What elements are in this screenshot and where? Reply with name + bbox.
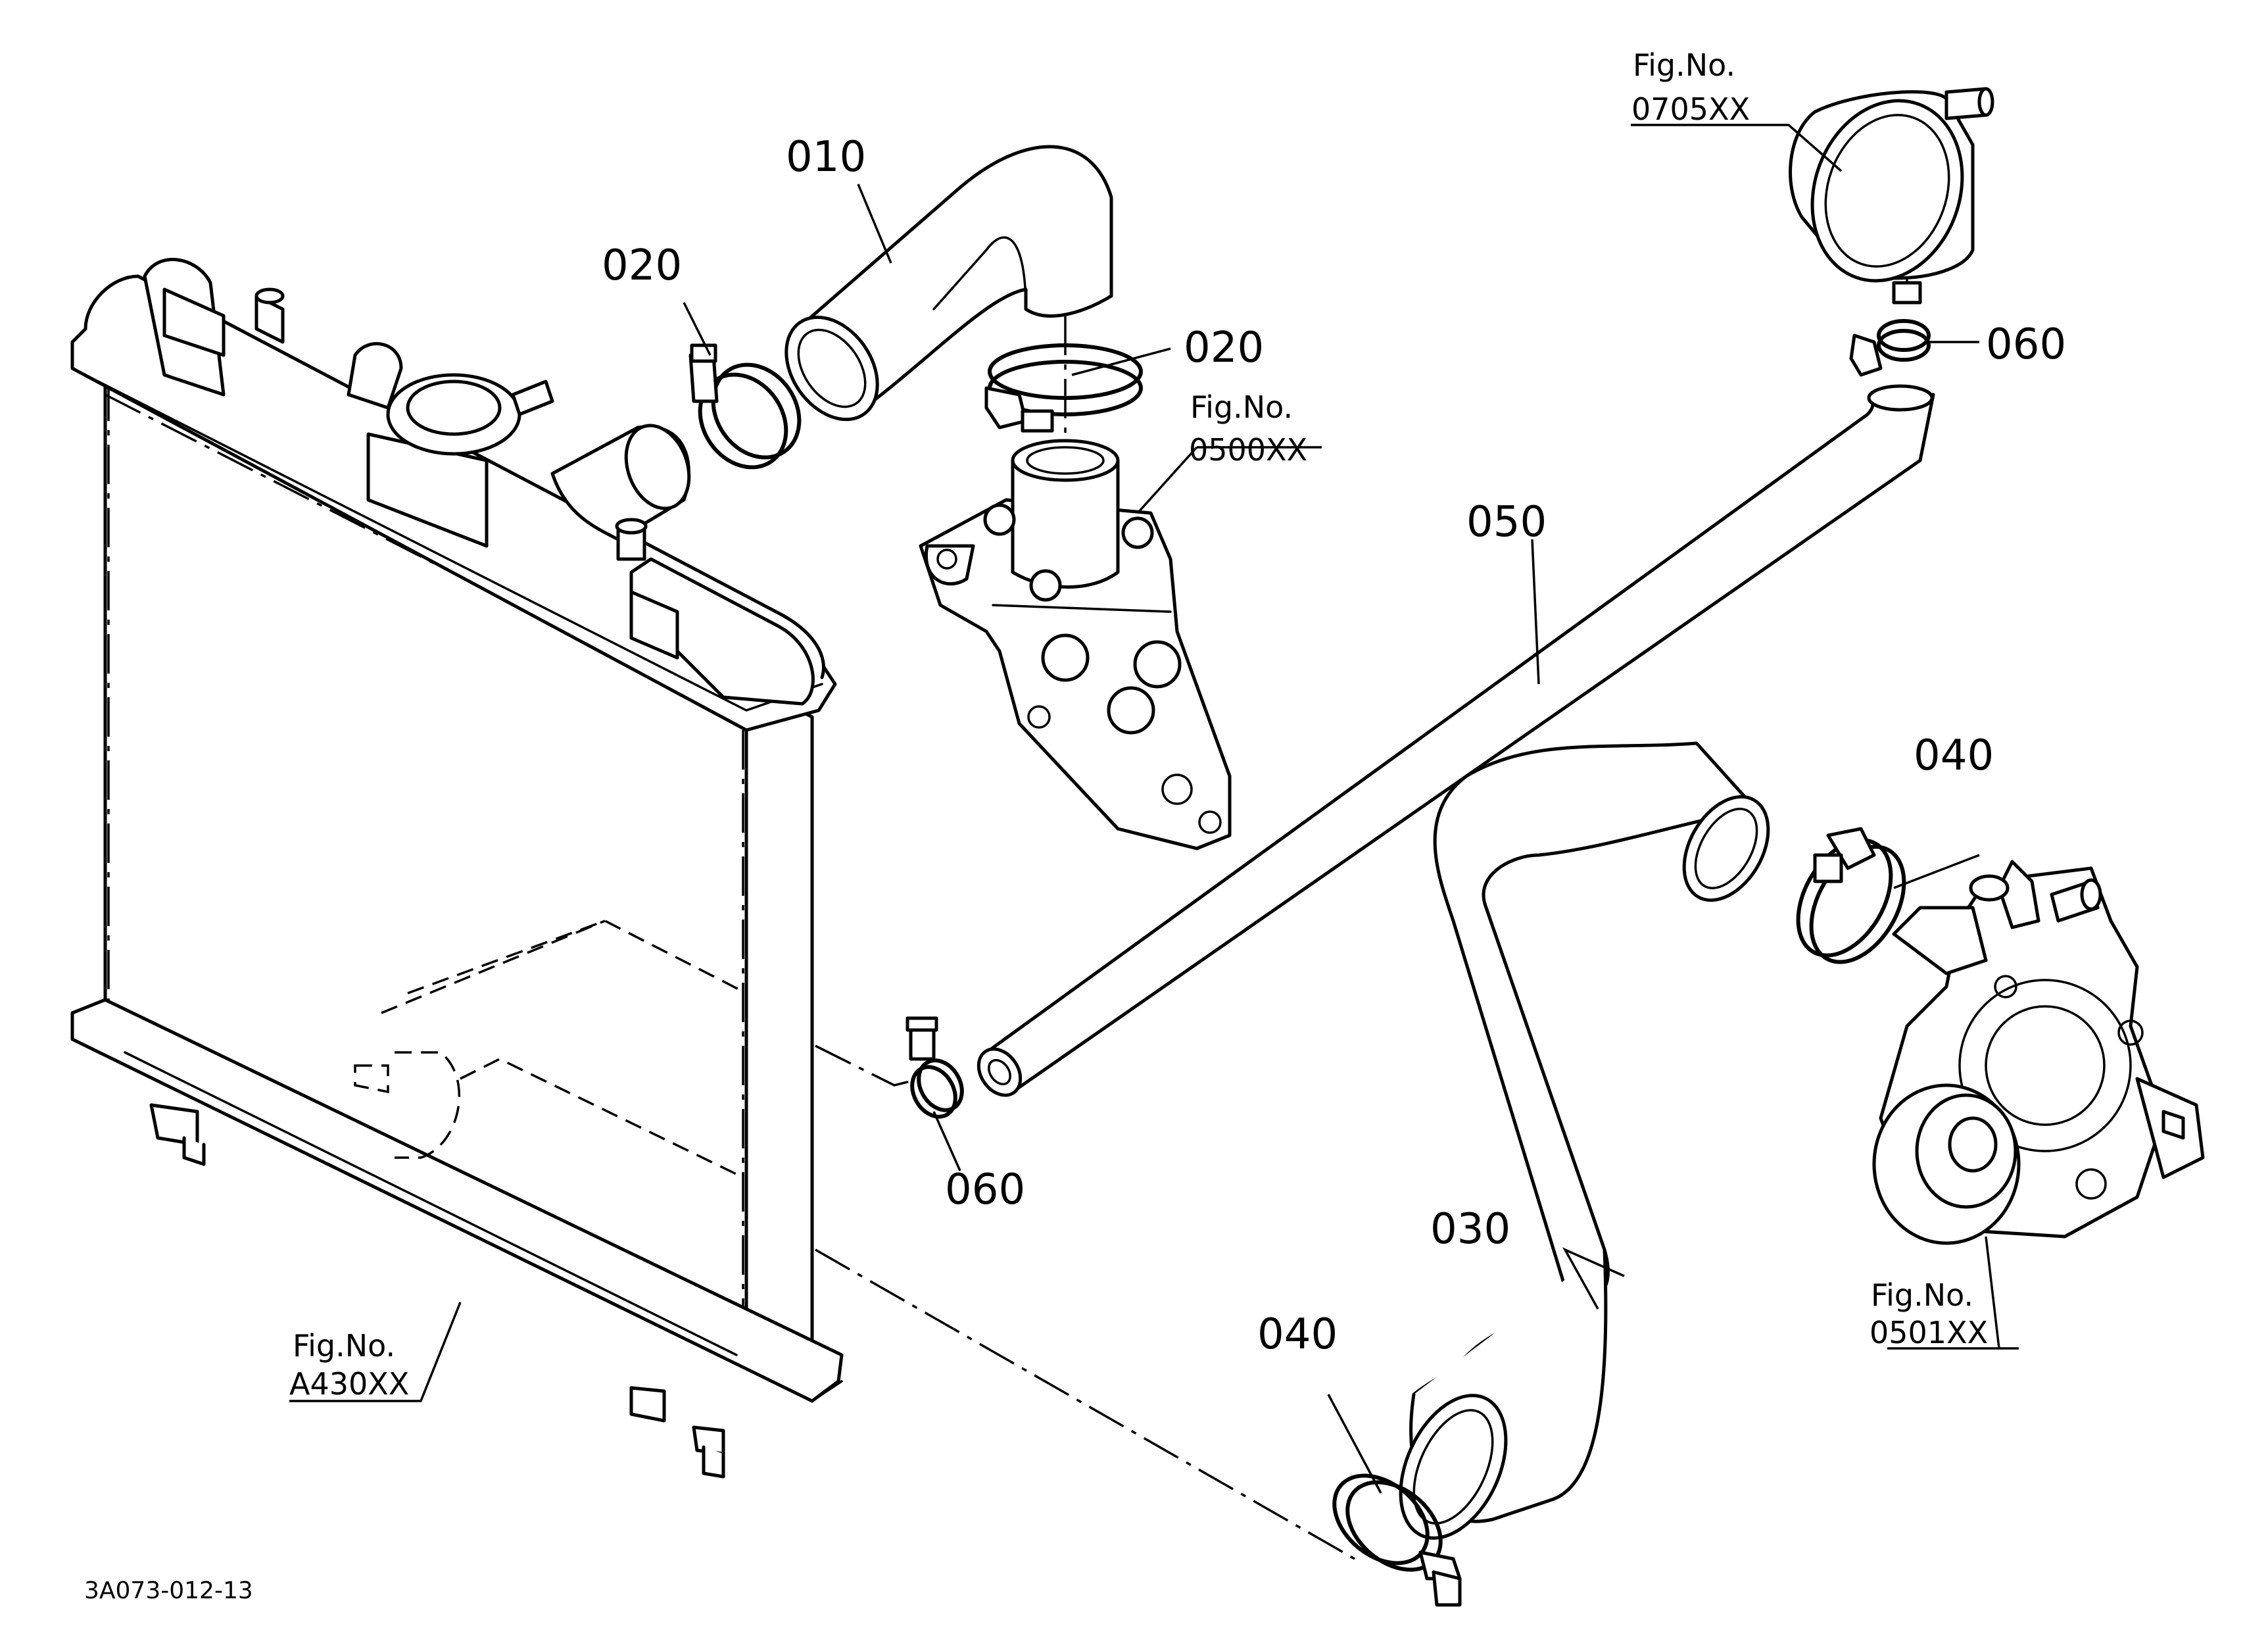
callout-050: 050 bbox=[1466, 498, 1547, 547]
water-pump bbox=[1872, 860, 2205, 1245]
leader-lines bbox=[289, 124, 2019, 1494]
fig-ref-water-pump-label: Fig.No. bbox=[1871, 1277, 1973, 1313]
fig-ref-filler-number: 0705XX bbox=[1631, 91, 1750, 127]
thermostat-housing bbox=[919, 439, 1232, 850]
fig-ref-water-pump-number: 0501XX bbox=[1870, 1315, 1988, 1350]
upper-radiator-hose bbox=[784, 145, 1113, 422]
hose-clamp-040-right bbox=[1796, 827, 1906, 964]
hose-clamp-060-bottom bbox=[905, 1016, 964, 1119]
callout-040-right: 040 bbox=[1914, 731, 1994, 780]
callout-060-bottom: 060 bbox=[945, 1166, 1025, 1214]
hose-clamp-060-top bbox=[1849, 319, 1931, 377]
callout-010: 010 bbox=[786, 133, 866, 182]
drawing-code: 3A073-012-13 bbox=[84, 1577, 253, 1604]
filler-neck bbox=[1789, 87, 1994, 305]
hose-clamp-040-bottom bbox=[1332, 1473, 1462, 1607]
radiator bbox=[70, 258, 844, 1479]
lower-radiator-hose bbox=[1399, 741, 1770, 1540]
callout-030: 030 bbox=[1430, 1205, 1510, 1254]
callout-040-bottom: 040 bbox=[1257, 1310, 1338, 1359]
hose-clamp-020-right bbox=[984, 343, 1143, 433]
fig-ref-thermostat-number: 0500XX bbox=[1189, 432, 1307, 468]
fig-ref-radiator-label: Fig.No. bbox=[293, 1328, 395, 1364]
centerline-radiator-to-lower-clamp bbox=[815, 1248, 1355, 1560]
callout-020-left: 020 bbox=[602, 241, 682, 290]
centerline-radiator-to-clamp bbox=[815, 1045, 921, 1087]
callout-060-top: 060 bbox=[1986, 320, 2066, 369]
bypass-hose bbox=[977, 384, 1935, 1097]
fig-ref-thermostat-label: Fig.No. bbox=[1190, 389, 1293, 425]
fig-ref-filler-label: Fig.No. bbox=[1633, 47, 1735, 83]
callout-020-right: 020 bbox=[1184, 324, 1264, 372]
fig-ref-radiator-number: A430XX bbox=[289, 1366, 409, 1402]
hose-clamp-020-left bbox=[688, 343, 802, 470]
